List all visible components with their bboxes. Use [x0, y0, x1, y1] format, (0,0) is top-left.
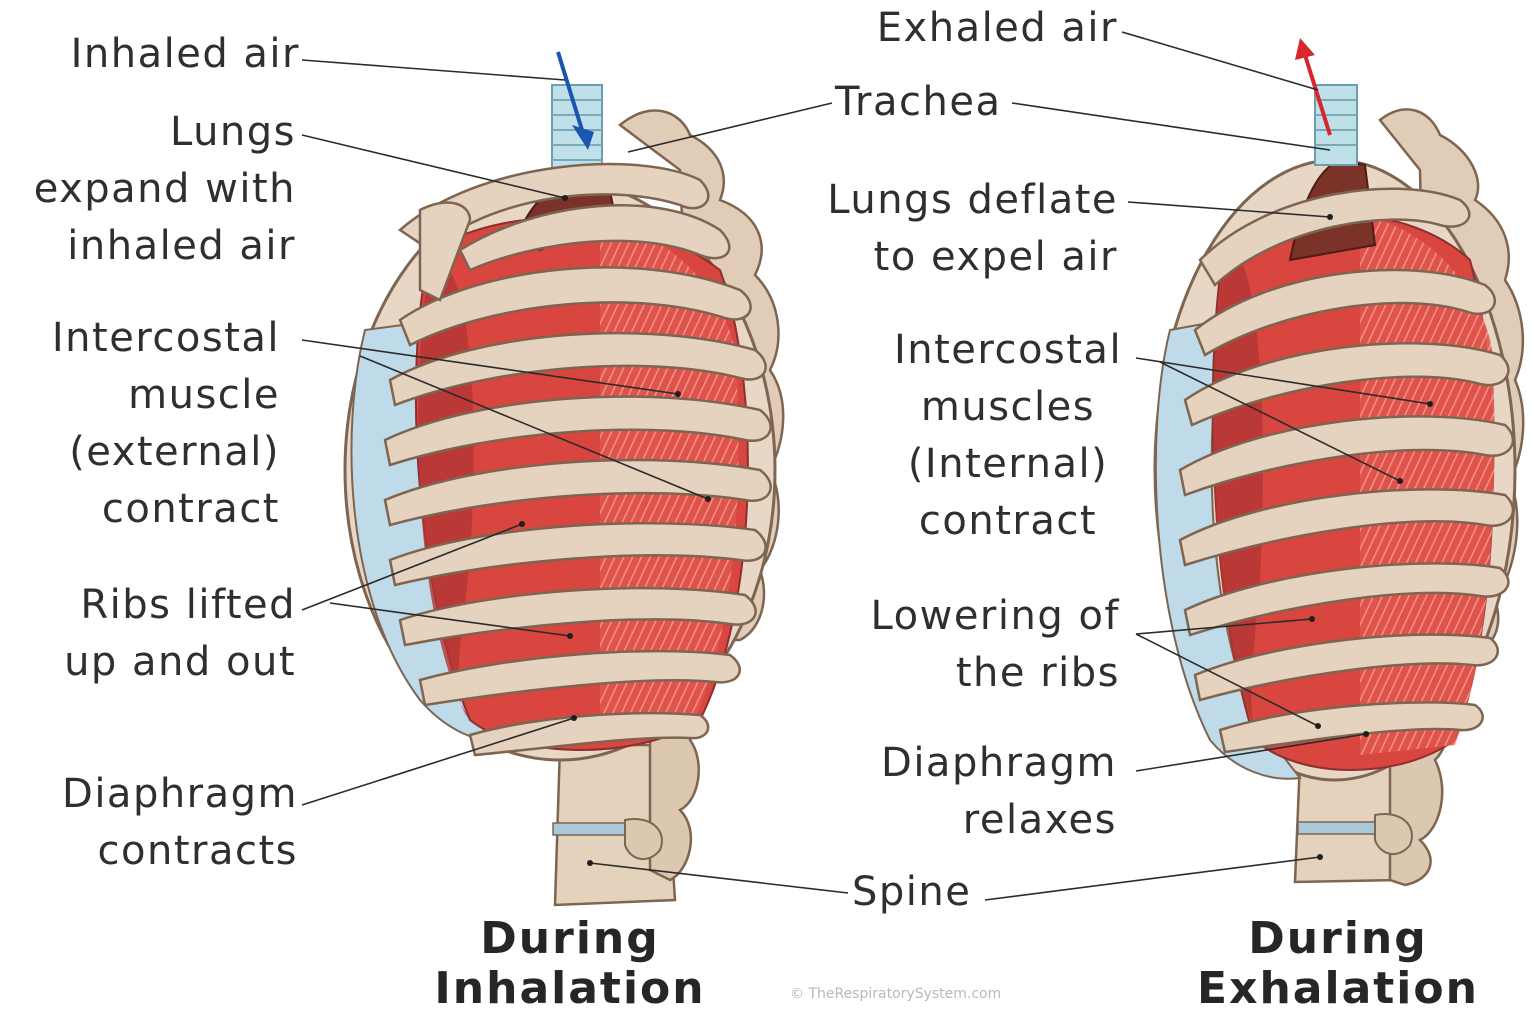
exhalation-ribcage	[1155, 38, 1523, 885]
trachea-exhalation	[1315, 85, 1357, 165]
title-during-inhalation: During Inhalation	[420, 914, 720, 1014]
label-intercostal-external: Intercostal muscle (external) contract	[52, 310, 280, 538]
title-during-exhalation: During Exhalation	[1188, 914, 1488, 1014]
label-lowering-ribs: Lowering of the ribs	[871, 588, 1120, 702]
label-lungs-expand: Lungs expand with inhaled air	[34, 104, 296, 275]
label-exhaled-air: Exhaled air	[877, 0, 1118, 57]
label-intercostal-internal: Intercostal muscles (Internal) contract	[862, 322, 1154, 550]
label-ribs-lifted: Ribs lifted up and out	[64, 577, 296, 691]
label-diaphragm-contracts: Diaphragm contracts	[62, 766, 298, 880]
label-inhaled-air: Inhaled air	[71, 26, 300, 83]
label-spine: Spine	[852, 864, 971, 921]
label-trachea: Trachea	[835, 74, 1001, 131]
copyright-credit: © TheRespiratorySystem.com	[790, 986, 1001, 1002]
label-diaphragm-relaxes: Diaphragm relaxes	[881, 735, 1117, 849]
label-lungs-deflate: Lungs deflate to expel air	[827, 172, 1118, 286]
inhalation-ribcage	[345, 52, 783, 905]
